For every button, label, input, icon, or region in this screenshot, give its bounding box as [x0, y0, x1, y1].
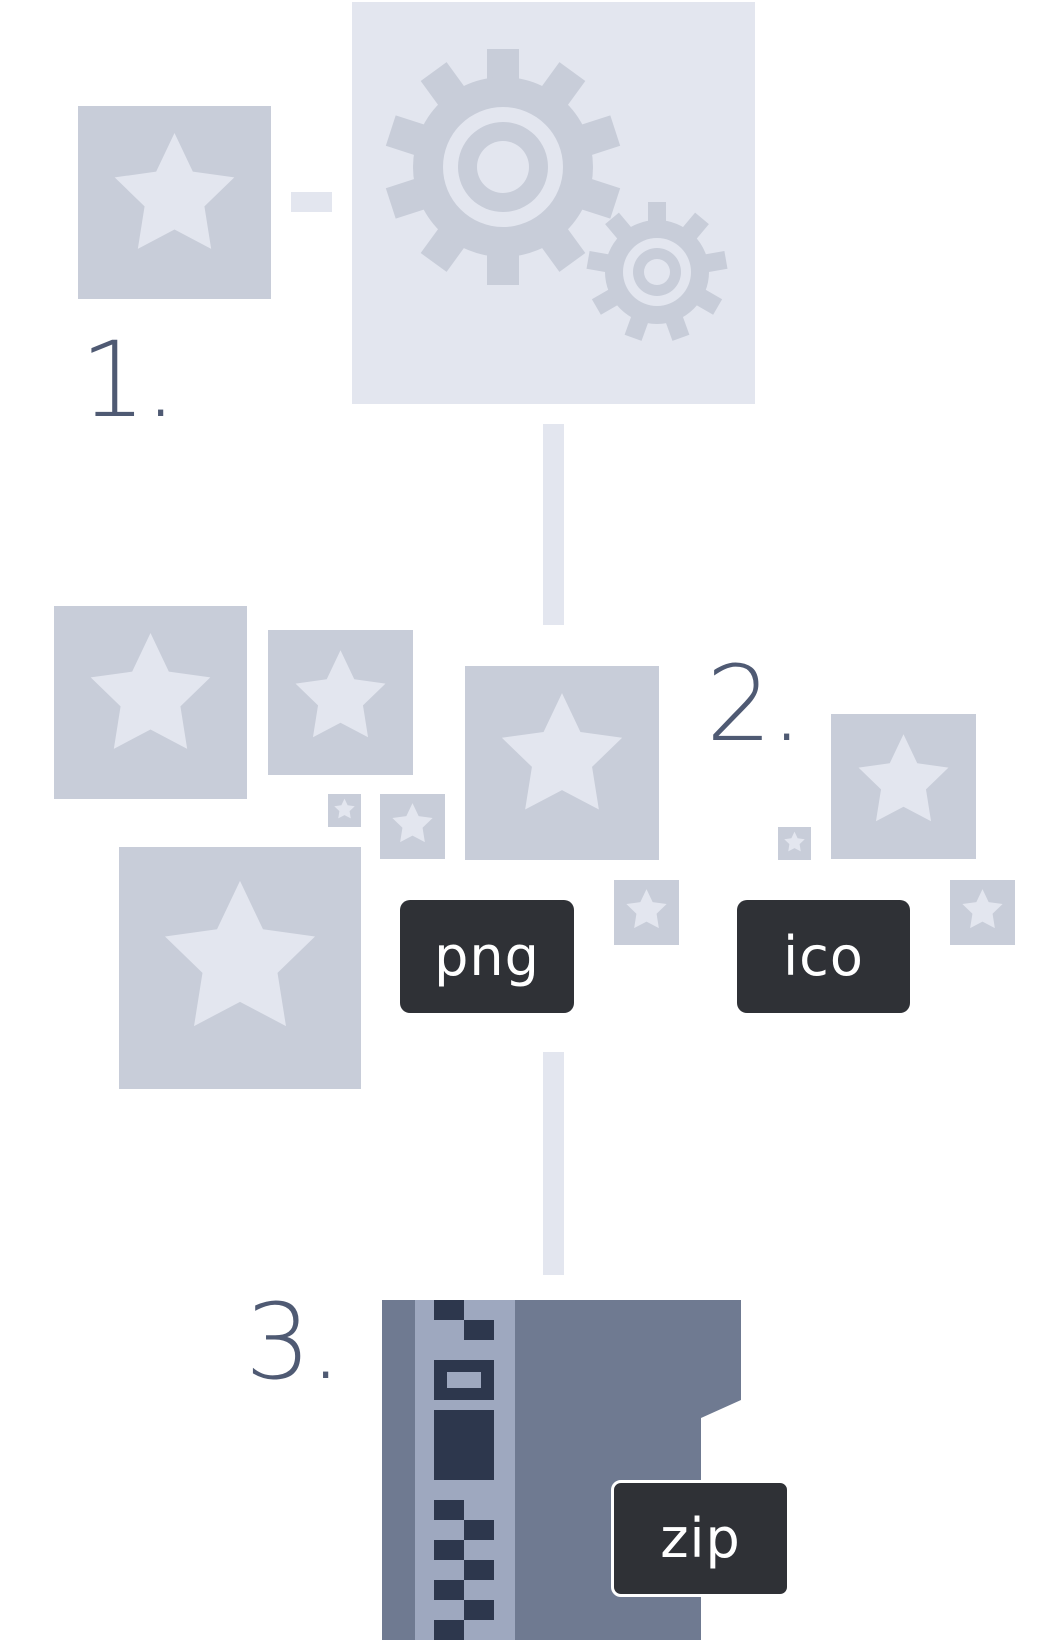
- gears-icon: [385, 49, 728, 341]
- ico-size-tile-tiny: [778, 827, 811, 860]
- star-icon: [858, 734, 949, 822]
- star-icon: [392, 803, 433, 843]
- processor-panel: [352, 2, 755, 404]
- star-icon: [295, 650, 386, 738]
- png-size-tile-small: [380, 794, 445, 859]
- ico-size-tile-large: [831, 714, 976, 859]
- star-icon: [90, 633, 211, 749]
- png-size-tile-center: [465, 666, 659, 860]
- star-icon: [334, 798, 355, 819]
- step-2-label: 2.: [706, 643, 803, 765]
- png-size-tile-small-2: [614, 880, 679, 945]
- png-size-tile-xlarge: [119, 847, 361, 1089]
- png-format-badge: png: [400, 900, 574, 1013]
- step-3-label: 3.: [245, 1281, 342, 1403]
- png-size-tile-tiny: [328, 794, 361, 827]
- zip-format-badge: zip: [611, 1480, 790, 1597]
- png-size-tile-medium: [268, 630, 413, 775]
- connector-outputs-to-zip: [543, 1052, 564, 1275]
- source-image-tile: [78, 106, 271, 299]
- star-icon: [962, 889, 1003, 929]
- png-size-tile-large: [54, 606, 247, 799]
- connector-gears-to-outputs: [543, 424, 564, 625]
- star-icon: [626, 889, 667, 929]
- ico-size-tile-small: [950, 880, 1015, 945]
- connector-source-to-gears: [291, 192, 332, 212]
- star-icon: [501, 693, 623, 810]
- star-icon: [784, 831, 805, 852]
- star-icon: [114, 133, 235, 249]
- step-1-label: 1.: [80, 319, 177, 441]
- star-icon: [164, 880, 316, 1027]
- ico-format-badge: ico: [737, 900, 910, 1013]
